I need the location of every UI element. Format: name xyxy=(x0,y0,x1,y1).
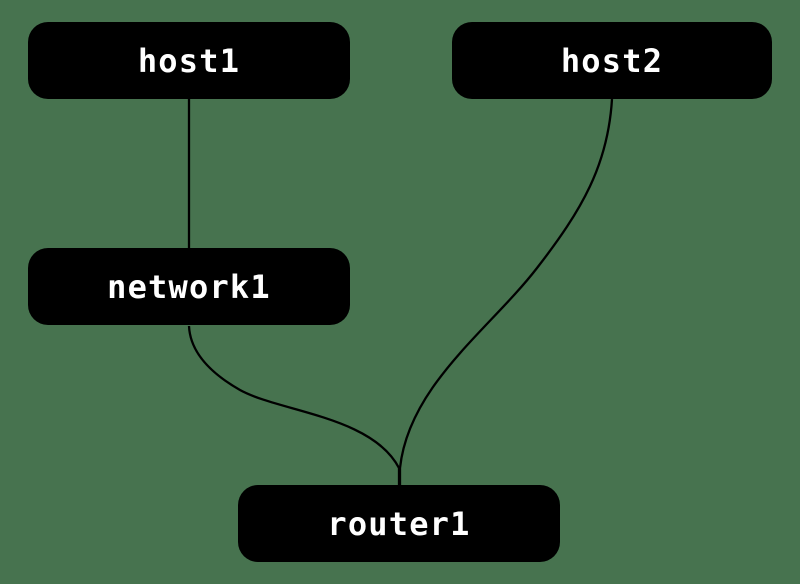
node-host2-label: host2 xyxy=(560,41,664,80)
node-router1-label: router1 xyxy=(327,504,471,543)
node-host1: host1 xyxy=(28,22,350,99)
node-network1: network1 xyxy=(28,248,350,325)
node-host1-label: host1 xyxy=(137,41,241,80)
node-network1-label: network1 xyxy=(107,267,271,306)
edge-network1-router1 xyxy=(187,325,401,485)
node-router1: router1 xyxy=(238,485,560,562)
node-host2: host2 xyxy=(452,22,772,99)
edge-host2-router1 xyxy=(398,98,614,485)
